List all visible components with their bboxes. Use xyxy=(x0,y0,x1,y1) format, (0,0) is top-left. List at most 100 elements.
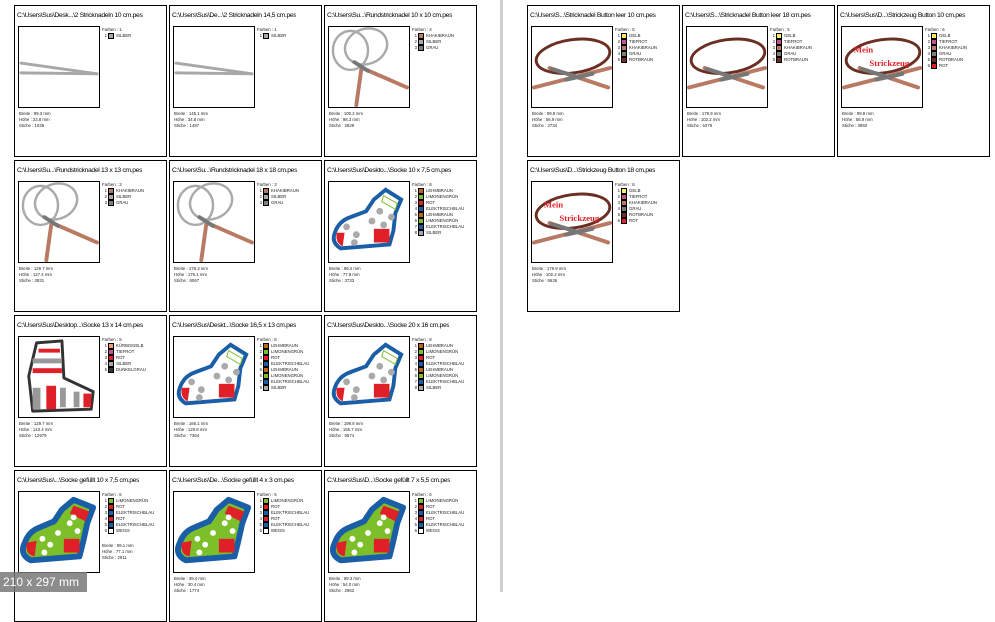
thread-name: LEHMBRAUN xyxy=(426,343,453,348)
thread-swatch xyxy=(931,57,937,63)
thread-name: ELEKTRISCHBLAU xyxy=(426,361,465,366)
design-width: Breite : 99.3 mm xyxy=(19,111,51,116)
design-stitches: Stiche : 1035 xyxy=(19,123,45,128)
design-width: Breite : 100.2 mm xyxy=(329,111,363,116)
thread-name: LIMONENGRÜN xyxy=(271,349,304,354)
design-thumbnail-image xyxy=(331,27,409,107)
thread-swatch xyxy=(263,33,269,39)
cable-loop xyxy=(331,29,370,72)
design-thumbnail xyxy=(173,491,255,573)
cable-loop xyxy=(343,27,389,66)
design-stitches: Stiche : 2962 xyxy=(329,588,355,593)
design-card[interactable]: C:\Users\Sus\Deskt...\Socke 16,5 x 13 cm… xyxy=(169,315,322,467)
thread-swatch xyxy=(621,200,627,206)
colors-count: Farben : 5 xyxy=(615,27,635,32)
thread-name: ROT xyxy=(939,63,949,68)
thread-name: LIMONENGRÜN xyxy=(426,498,459,503)
design-file-path: C:\Users\S...\Stricknadel Button leer 10… xyxy=(530,12,656,19)
design-info: Breite : 69.3 mm Höhe : 54.0 mm Stiche :… xyxy=(329,576,361,594)
design-thumbnail-image xyxy=(20,496,97,564)
thread-name: KHAKIBRAUN xyxy=(116,188,144,193)
design-card[interactable]: C:\Users\Sus\Deskto...\Socke 10 x 7,5 cm… xyxy=(324,160,477,312)
design-card[interactable]: C:\Users\S...\Stricknadel Button leer 10… xyxy=(527,5,680,157)
thread-swatch xyxy=(108,498,114,504)
colors-count: Farben : 6 xyxy=(925,27,945,32)
design-card[interactable]: C:\Users\Su...\Rundstricknadel 10 x 10 c… xyxy=(324,5,477,157)
cable-loop xyxy=(21,184,60,227)
colors-count: Farben : 5 xyxy=(102,337,122,342)
design-card[interactable]: C:\Users\Sus\D...\Strickzeug Button 18 c… xyxy=(527,160,680,312)
design-width: Breite : 129.7 mm xyxy=(19,266,53,271)
design-height: Höhe : 143.4 mm xyxy=(19,427,52,432)
design-info: Breite : 145.1 mm Höhe : 34.8 mm Stiche … xyxy=(174,111,208,129)
design-card[interactable]: C:\Users\Sus\Desk...\2 Stricknadeln 10 c… xyxy=(14,5,167,157)
design-card[interactable]: C:\Users\Sus\D...\Strickzeug Button 10 c… xyxy=(837,5,990,157)
thread-swatch xyxy=(108,188,114,194)
design-stitches: Stiche : 9574 xyxy=(329,433,355,438)
thread-swatch xyxy=(263,510,269,516)
design-thumbnail xyxy=(173,26,255,108)
design-card[interactable]: C:\Users\Sus\D...\Socke gefüllt 7 x 5,5 … xyxy=(324,470,477,622)
thread-swatch xyxy=(108,504,114,510)
thread-swatch xyxy=(418,349,424,355)
thread-swatch xyxy=(418,206,424,212)
thread-swatch xyxy=(263,522,269,528)
thread-name: KÜRBISGELB xyxy=(116,343,144,348)
colors-count: Farben : 3 xyxy=(257,182,277,187)
print-preview-page-right: C:\Users\S...\Stricknadel Button leer 10… xyxy=(527,5,990,312)
design-file-path: C:\Users\Sus\D...\Strickzeug Button 18 c… xyxy=(530,167,656,174)
thread-swatch xyxy=(418,218,424,224)
thread-name: ELEKTRISCHBLAU xyxy=(271,379,310,384)
thread-swatch xyxy=(108,522,114,528)
thread-name: KHAKIBRAUN xyxy=(426,33,454,38)
design-height: Höhe : 155.7 mm xyxy=(329,427,362,432)
colors-count: Farben : 6 xyxy=(615,182,635,187)
design-card[interactable]: C:\Users\Sus\De...\2 Stricknadeln 14,5 c… xyxy=(169,5,322,157)
design-thumbnail xyxy=(18,181,100,263)
thread-name: GRAU xyxy=(939,51,952,56)
design-card[interactable]: C:\Users\Sus\...\Socke gefüllt 10 x 7,5 … xyxy=(14,470,167,622)
design-width: Breite : 99.8 mm xyxy=(532,111,564,116)
design-height: Höhe : 54.0 mm xyxy=(329,582,360,587)
design-file-path: C:\Users\Sus\D...\Socke gefüllt 7 x 5,5 … xyxy=(327,477,451,484)
design-card[interactable]: C:\Users\S...\Stricknadel Button leer 18… xyxy=(682,5,835,157)
design-file-path: C:\Users\Sus\D...\Strickzeug Button 10 c… xyxy=(840,12,966,19)
colors-count: Farben : 1 xyxy=(257,27,277,32)
design-card[interactable]: C:\Users\Su...\Rundstricknadel 13 x 13 c… xyxy=(14,160,167,312)
button-text-line2: Strickzeug xyxy=(559,213,600,223)
design-height: Höhe : 77.8 mm xyxy=(329,272,360,277)
thread-swatch xyxy=(418,516,424,522)
design-card[interactable]: C:\Users\Sus\De...\Socke gefüllt 4 x 3 c… xyxy=(169,470,322,622)
design-stitches: Stiche : 6067 xyxy=(174,278,200,283)
thread-swatch xyxy=(418,45,424,51)
design-card[interactable]: C:\Users\Sus\Desktop...\Socke 13 x 14 cm… xyxy=(14,315,167,467)
design-file-path: C:\Users\Su...\Rundstricknadel 18 x 18 c… xyxy=(172,167,298,174)
design-file-path: C:\Users\Sus\Deskt...\Socke 16,5 x 13 cm… xyxy=(172,322,296,329)
design-card[interactable]: C:\Users\Su...\Rundstricknadel 18 x 18 c… xyxy=(169,160,322,312)
design-card[interactable]: C:\Users\Sus\Deskto...\Socke 20 x 16 cm.… xyxy=(324,315,477,467)
needle xyxy=(174,71,254,76)
